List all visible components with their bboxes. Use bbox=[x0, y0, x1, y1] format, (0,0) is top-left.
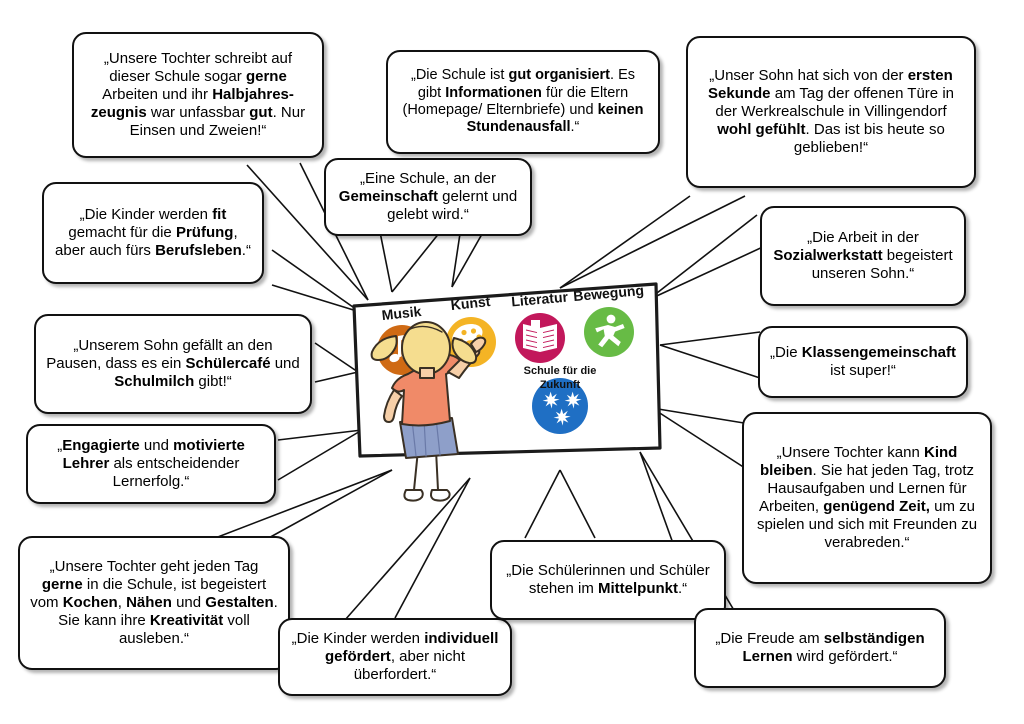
quote-individuell-gefoerdert[interactable]: „Die Kinder werden individuell gefördert… bbox=[278, 618, 512, 696]
quote-engagierte-lehrer[interactable]: „Engagierte und motivierte Lehrer als en… bbox=[26, 424, 276, 504]
icon-label-literatur: Literatur bbox=[511, 289, 570, 310]
quote-mittelpunkt[interactable]: „Die Schülerinnen und Schüler stehen im … bbox=[490, 540, 726, 620]
icon-bewegung bbox=[584, 307, 634, 357]
icon-literatur bbox=[515, 313, 565, 363]
icon-label-kunst: Kunst bbox=[450, 293, 491, 313]
quote-kinder-fit-pruefung[interactable]: „Die Kinder werden fit gemacht für die P… bbox=[42, 182, 264, 284]
badge-label: Zukunft bbox=[540, 379, 581, 391]
quote-tochter-schreibt-gerne[interactable]: „Unsere Tochter schreibt auf dieser Schu… bbox=[72, 32, 324, 158]
icon-schule-fuer-die-zukunft bbox=[532, 378, 588, 434]
quote-sozialwerkstatt[interactable]: „Die Arbeit in der Sozialwerkstatt begei… bbox=[760, 206, 966, 306]
girl-at-board-illustration bbox=[370, 321, 487, 502]
icon-label-bewegung: Bewegung bbox=[573, 282, 645, 304]
quote-tochter-geht-gerne[interactable]: „Unsere Tochter geht jeden Tag gerne in … bbox=[18, 536, 290, 670]
quote-sohn-erste-sekunde[interactable]: „Unser Sohn hat sich von der ersten Seku… bbox=[686, 36, 976, 188]
quote-selbstaendiges-lernen[interactable]: „Die Freude am selbständigen Lernen wird… bbox=[694, 608, 946, 688]
quote-klassengemeinschaft[interactable]: „Die Klassengemeinschaft ist super!“ bbox=[758, 326, 968, 398]
badge-label: Schule für die bbox=[524, 365, 597, 377]
quote-gemeinschaft[interactable]: „Eine Schule, an der Gemeinschaft gelern… bbox=[324, 158, 532, 236]
quote-schuelercafe[interactable]: „Unserem Sohn gefällt an den Pausen, das… bbox=[34, 314, 312, 414]
icon-label-musik: Musik bbox=[381, 303, 422, 323]
quote-schule-gut-organisiert[interactable]: „Die Schule ist gut organisiert. Es gibt… bbox=[386, 50, 660, 154]
quote-tochter-kind-bleiben[interactable]: „Unsere Tochter kann Kind bleiben. Sie h… bbox=[742, 412, 992, 584]
